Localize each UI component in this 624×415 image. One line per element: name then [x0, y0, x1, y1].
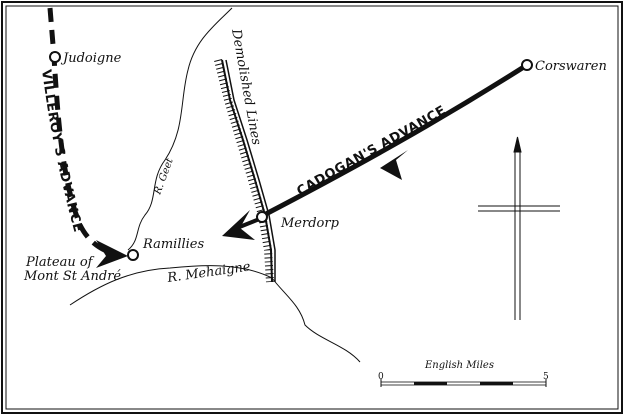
villeroy-advance-label: VILLEROY'S ADVANCE	[38, 69, 85, 235]
judoigne-marker	[49, 51, 61, 63]
scale-title: English Miles	[424, 360, 494, 371]
merdorp-marker	[256, 211, 268, 223]
corswaren-marker	[521, 59, 533, 71]
scale-end: 5	[543, 372, 549, 382]
corswaren-label: Corswaren	[535, 59, 607, 74]
scale-start: 0	[378, 372, 384, 382]
ramillies-marker	[127, 249, 139, 261]
cadogan-final-arrowhead	[222, 210, 255, 240]
demolished-lines-label: Demolished Lines	[228, 27, 264, 147]
merdorp-label: Merdorp	[280, 216, 340, 231]
cadogan-advance-label: CADOGAN'S ADVANCE	[294, 103, 448, 199]
river-geet	[127, 7, 233, 251]
river-geet-label: R. Geet	[152, 156, 176, 197]
judoigne-label: Judoigne	[60, 51, 122, 66]
ramillies-label: Ramillies	[142, 237, 204, 252]
plateau-label-line1: Plateau of	[25, 255, 95, 270]
demolished-lines	[214, 59, 276, 283]
cadogan-arrowhead	[380, 150, 408, 180]
villeroy-arrowhead	[96, 240, 128, 268]
compass-north-arrow-icon	[478, 136, 560, 320]
map-frame-inner	[5, 5, 619, 410]
scale-bar: English Miles 0 5	[378, 360, 549, 387]
river-mehaigne	[69, 265, 361, 363]
plateau-label-line2: Mont St André	[23, 269, 121, 284]
cadogan-advance-route	[260, 62, 529, 219]
river-mehaigne-label: R. Mehaigne	[165, 259, 251, 286]
